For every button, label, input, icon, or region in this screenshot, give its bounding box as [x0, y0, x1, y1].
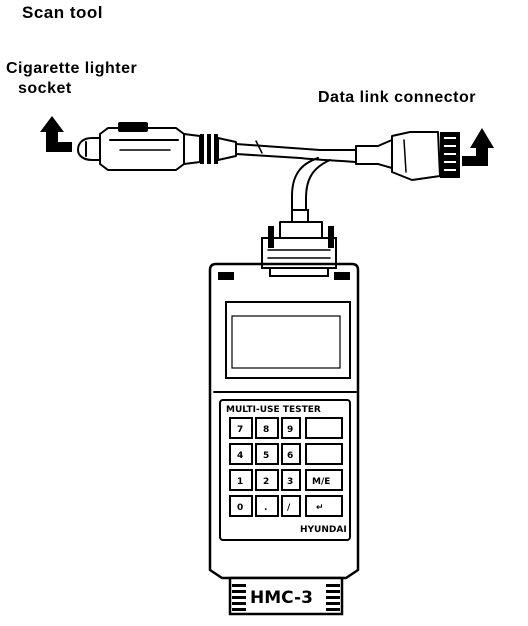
svg-text:6: 6 — [287, 451, 293, 461]
svg-text:5: 5 — [263, 451, 269, 461]
svg-text:0: 0 — [237, 503, 243, 513]
key: 5 — [255, 443, 279, 465]
function-key: M/E — [305, 469, 343, 491]
svg-text:3: 3 — [287, 477, 293, 487]
function-key — [305, 417, 343, 439]
key: 9 — [281, 417, 301, 439]
key: 2 — [255, 469, 279, 491]
key: 6 — [281, 443, 301, 465]
label-data-link-connector: Data link connector — [318, 89, 476, 106]
key: 1 — [229, 469, 253, 491]
label-cigarette-lighter: Cigarette lighter — [6, 60, 138, 77]
diagram-title: Scan tool — [22, 3, 104, 22]
svg-text:.: . — [264, 503, 267, 513]
arrow-up-left-icon — [40, 116, 72, 152]
svg-text:2: 2 — [263, 477, 269, 487]
svg-text:/: / — [287, 503, 291, 513]
key: 4 — [229, 443, 253, 465]
function-key — [305, 443, 343, 465]
key: 3 — [281, 469, 301, 491]
keypad-numeric: 7 8 9 4 5 6 1 2 3 0 . / — [229, 417, 301, 517]
key: 0 — [229, 495, 253, 517]
function-key: ↵ — [305, 495, 343, 517]
device-connector — [261, 209, 337, 277]
cartridge: HMC-3 — [228, 576, 344, 616]
svg-text:4: 4 — [237, 451, 243, 461]
key: . — [255, 495, 279, 517]
keypad-function: M/E ↵ — [305, 417, 343, 517]
key: 7 — [229, 417, 253, 439]
key: / — [281, 495, 301, 517]
key: 8 — [255, 417, 279, 439]
panel-text: MULTI-USE TESTER — [226, 405, 321, 415]
svg-text:↵: ↵ — [316, 503, 324, 513]
brand-text: HYUNDAI — [300, 525, 347, 535]
svg-text:7: 7 — [237, 425, 243, 435]
svg-text:1: 1 — [237, 477, 243, 487]
svg-text:9: 9 — [287, 425, 293, 435]
svg-text:8: 8 — [263, 425, 269, 435]
svg-text:M/E: M/E — [312, 477, 330, 487]
data-link-connector — [355, 131, 460, 181]
cable-harness — [235, 140, 357, 213]
arrow-up-right-icon — [462, 128, 494, 166]
label-socket: socket — [18, 80, 72, 97]
cigarette-lighter-plug — [77, 122, 237, 171]
model-text: HMC-3 — [250, 588, 313, 608]
